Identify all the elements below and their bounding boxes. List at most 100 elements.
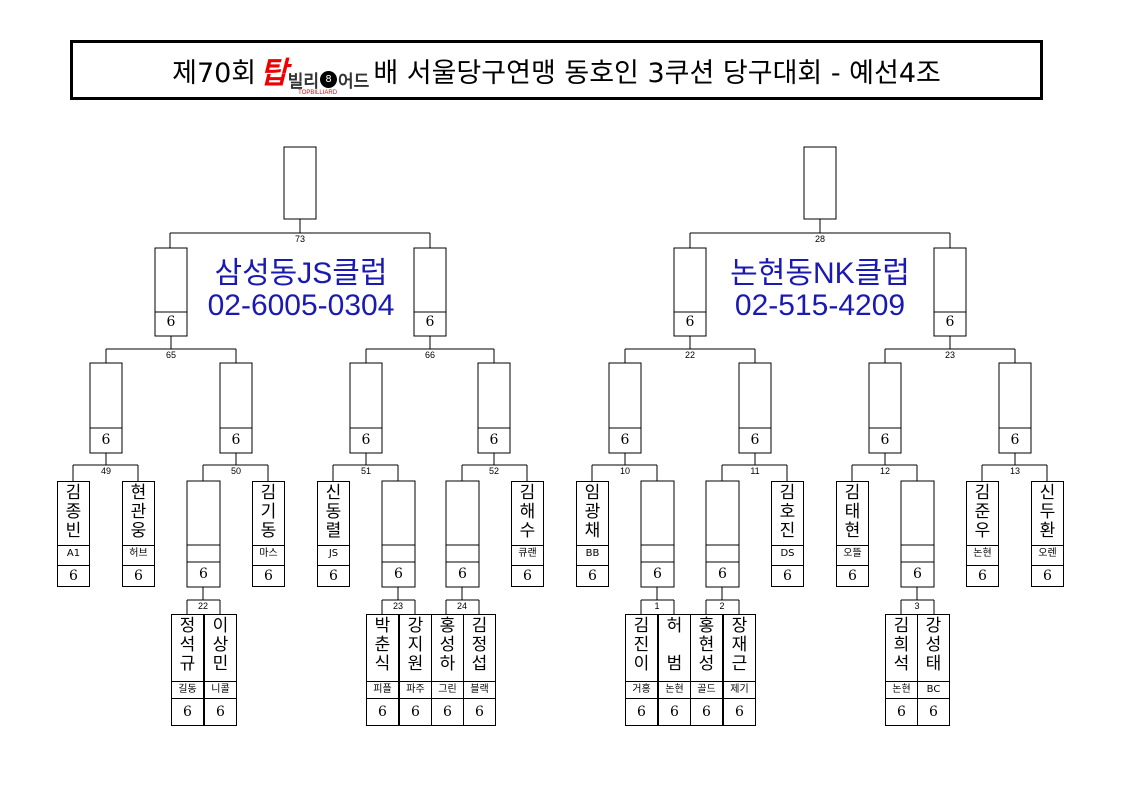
logo-main-text: 탑 [260,56,288,91]
eight-ball-icon: 8 [320,71,338,88]
match-number: 73 [294,234,305,244]
player-club: BC [918,681,949,698]
match-number: 22 [684,350,695,360]
top-billiard-logo: 탑 빌리 8 어드 TOPBILLIARD [260,48,369,96]
match-number: 24 [456,601,467,611]
player-club: 골드 [691,681,722,698]
score-cell: 6 [945,314,955,330]
match-number: 12 [879,466,890,476]
title-box: 제70회 탑 빌리 8 어드 TOPBILLIARD 배 서울당구연맹 동호인 … [70,40,1043,100]
match-number: 22 [197,601,208,611]
score-cell: 6 [425,314,435,330]
score-cell: 6 [653,566,662,582]
score-cell: 6 [367,698,398,725]
score-cell: 6 [626,698,657,725]
club-name: 논현동NK클럽 [730,257,910,290]
score-cell: 6 [967,565,998,586]
player-club: BB [577,545,608,562]
player-club: JS [318,545,349,562]
score-cell: 6 [432,698,463,725]
player-club: 파주 [400,681,431,698]
title-suffix: 배 서울당구연맹 동호인 3쿠션 당구대회 - 예선4조 [373,57,941,89]
player-club: 허브 [123,545,154,562]
player-club: A1 [58,545,89,562]
score-cell: 6 [400,698,431,725]
score-cell: 6 [880,432,890,448]
score-cell: 6 [199,566,208,582]
score-cell: 6 [512,565,543,586]
player-club: 블랙 [464,681,495,698]
club-phone: 02-515-4209 [734,289,906,322]
club-label-right: 논현동NK클럽 02-515-4209 [708,258,932,322]
match-number: 10 [619,466,630,476]
match-number: 65 [165,350,176,360]
score-cell: 6 [172,698,203,725]
match-number: 3 [914,601,920,611]
score-cell: 6 [489,432,499,448]
player-club: 오렌 [1032,545,1063,562]
match-number: 51 [360,466,371,476]
player-club: 피플 [367,681,398,698]
score-cell: 6 [886,698,917,725]
score-cell: 6 [318,565,349,586]
score-cell: 6 [772,565,803,586]
score-cell: 6 [231,432,241,448]
match-number: 49 [100,466,111,476]
score-cell: 6 [253,565,284,586]
score-cell: 6 [458,566,467,582]
score-cell: 6 [913,566,922,582]
logo-rest-text: 빌리 [287,72,320,92]
score-cell: 6 [101,432,111,448]
match-number: 52 [488,466,499,476]
score-cell: 6 [918,698,949,725]
player-club: 논현 [659,681,690,698]
club-name: 삼성동JS클럽 [214,257,388,290]
player-club: 논현 [967,545,998,562]
match-number: 28 [814,234,825,244]
title-prefix: 제70회 [172,57,257,89]
score-cell: 6 [1032,565,1063,586]
match-number: 13 [1009,466,1020,476]
match-number: 11 [750,466,760,476]
score-cell: 6 [58,565,89,586]
player-club: 니콜 [205,681,236,698]
score-cell: 6 [394,566,403,582]
player-club: 오뜰 [837,545,868,562]
match-number: 2 [719,601,725,611]
player-club: DS [772,545,803,562]
